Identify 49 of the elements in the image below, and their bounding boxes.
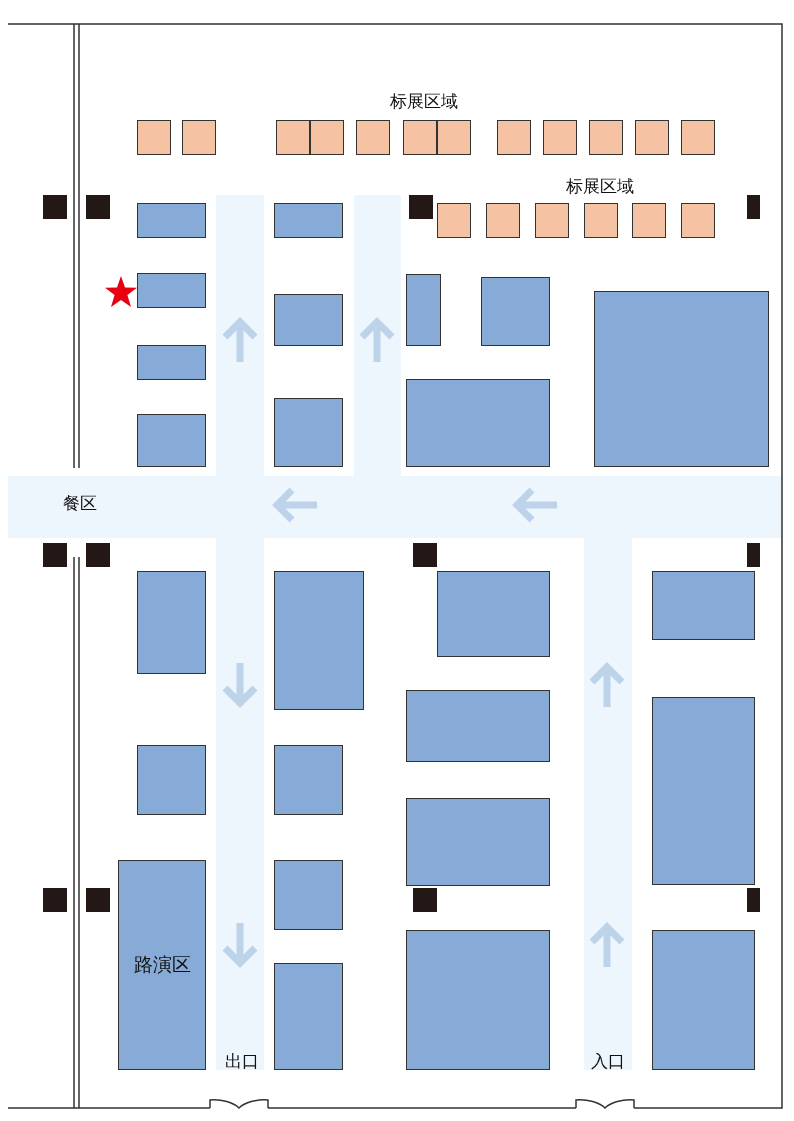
booth-box [652,697,755,885]
area-label: 出口 [225,1049,259,1073]
zone-box [118,860,206,1070]
booth-box [652,571,755,640]
booth-box [137,414,206,467]
area-label: 入口 [591,1049,625,1073]
booth-box [635,120,669,155]
booth-box [681,203,715,238]
booth-box [406,930,550,1070]
booth-box [406,798,550,886]
booth-box [497,120,531,155]
zone-label: 路演区 [133,952,191,977]
booth-box [681,120,715,155]
booth-box [137,203,206,238]
booth-box [310,120,344,155]
booth-box [137,345,206,380]
booth-box [437,203,471,238]
booth-box [274,294,343,346]
booth-box [535,203,569,238]
booth-box [137,273,206,308]
area-label: 标展区域 [390,89,458,113]
area-label: 标展区域 [566,174,634,198]
booth-box [406,274,441,346]
booth-box [403,120,437,155]
booth-box [274,571,364,710]
booth-box [274,860,343,930]
booth-box [632,203,666,238]
booth-box [274,963,343,1070]
booth-box [584,203,618,238]
booth-box [437,120,471,155]
booth-box [182,120,216,155]
booth-box [594,291,769,467]
booth-box [652,930,755,1070]
booth-box [406,379,550,467]
booth-box [137,571,206,674]
booth-box [274,745,343,815]
booth-box [274,203,343,238]
booth-box [589,120,623,155]
booth-box [543,120,577,155]
booth-box [356,120,390,155]
booth-box [274,398,343,467]
booth-box [486,203,520,238]
area-label: 餐区 [63,491,97,515]
booth-box [276,120,310,155]
booth-box [137,120,171,155]
booth-box [437,571,550,657]
booth-box [406,690,550,762]
booth-box [137,745,206,815]
booth-box [481,277,550,346]
